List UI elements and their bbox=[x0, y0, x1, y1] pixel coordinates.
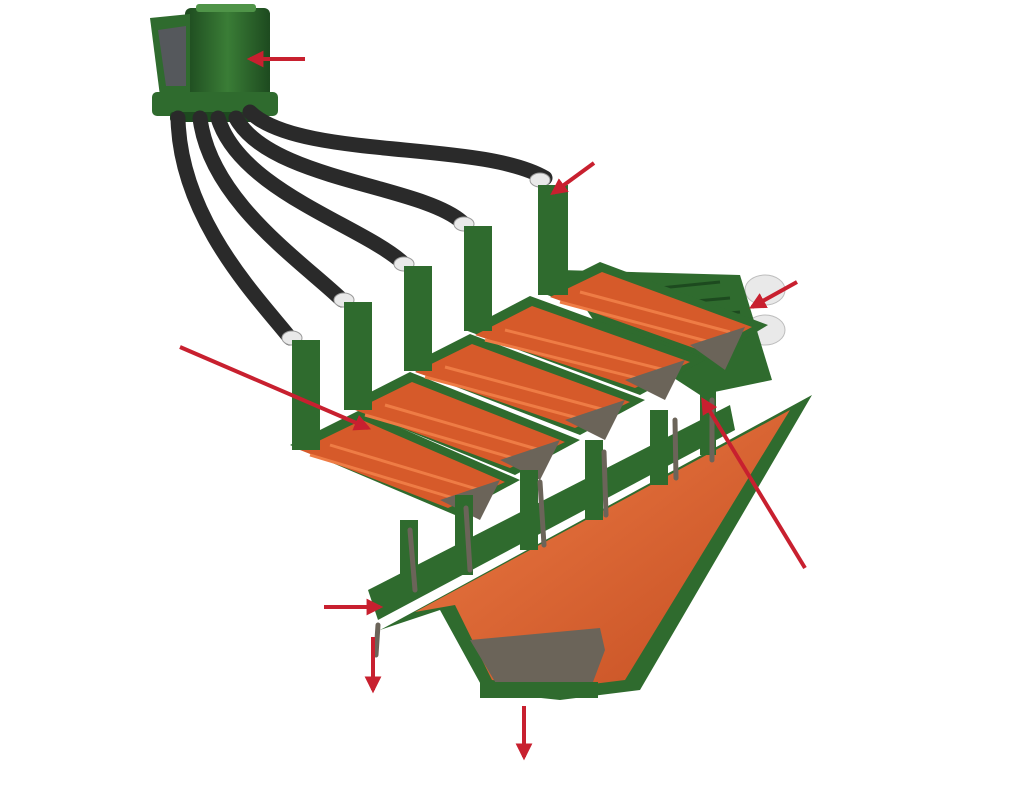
screen-deck-2 bbox=[345, 372, 580, 480]
distributor bbox=[150, 4, 278, 122]
arrow-rear-ports bbox=[749, 280, 798, 309]
hopper bbox=[380, 395, 812, 700]
arrow-screen-deck bbox=[179, 345, 372, 431]
hose-2 bbox=[192, 110, 350, 308]
distributor-body bbox=[185, 8, 270, 100]
hose-5 bbox=[242, 104, 553, 186]
hopper-liner bbox=[415, 410, 790, 688]
feed-box-1 bbox=[292, 340, 320, 450]
hopper-outlet bbox=[480, 682, 598, 698]
arrow-top-feed-box bbox=[550, 161, 596, 195]
hose-1 bbox=[170, 110, 298, 346]
feed-box-5 bbox=[538, 185, 568, 295]
screen-deck-5 bbox=[540, 262, 768, 370]
hose-4 bbox=[228, 110, 470, 230]
feed-boxes bbox=[292, 185, 568, 450]
screen-deck-4 bbox=[465, 296, 705, 400]
feed-box-4 bbox=[464, 226, 492, 331]
annotation-arrows bbox=[179, 50, 807, 761]
feed-box-2 bbox=[344, 302, 372, 410]
hoses bbox=[170, 104, 553, 346]
feed-box-3 bbox=[404, 266, 432, 371]
arrow-discharge-lip bbox=[701, 397, 807, 570]
hose-3 bbox=[210, 110, 410, 270]
hopper-material bbox=[470, 628, 605, 690]
screen-deck-3 bbox=[405, 334, 645, 440]
